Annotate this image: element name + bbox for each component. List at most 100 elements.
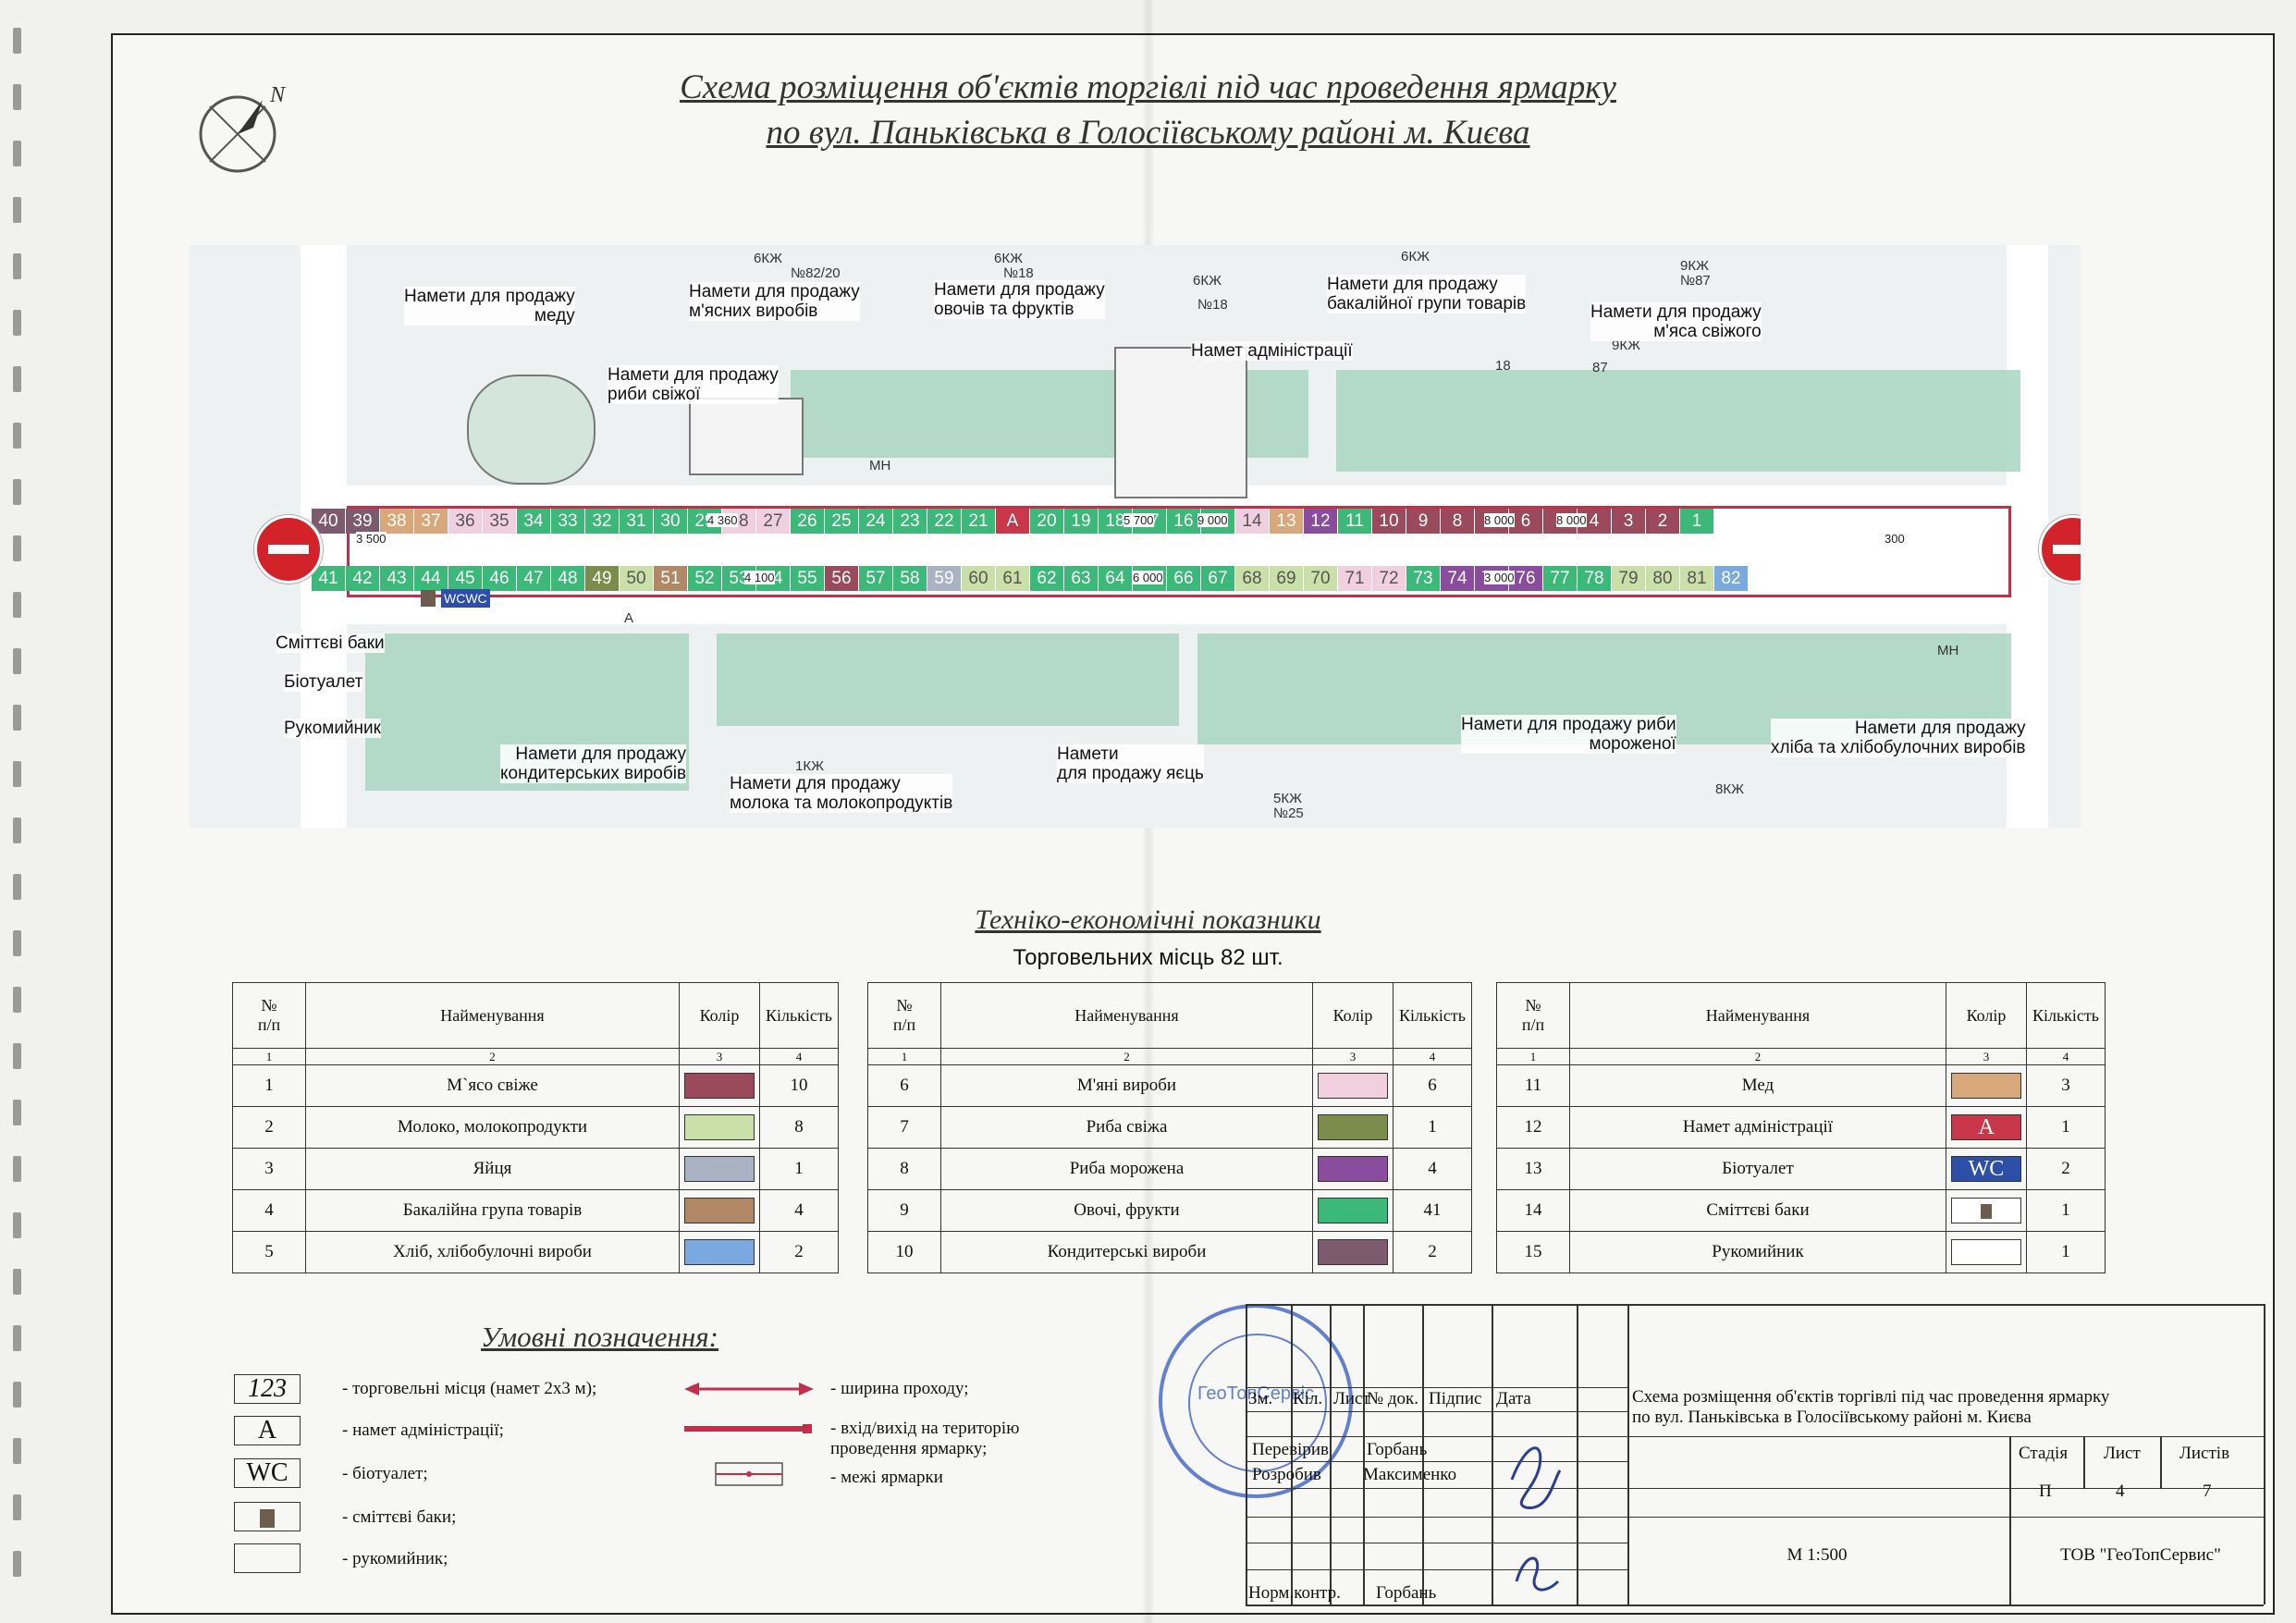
title-block-line bbox=[1291, 1304, 1293, 1605]
stage-label: Стадія bbox=[2019, 1444, 2069, 1463]
label-bread: Намети для продажу хліба та хлібобулочни… bbox=[1771, 719, 2026, 757]
legend-right-text: - ширина проходу; bbox=[830, 1379, 969, 1398]
tep-qty: 4 bbox=[759, 1189, 839, 1232]
label-meat-products: Намети для продажу м'ясних виробів bbox=[689, 282, 860, 321]
building-code: 6КЖ bbox=[1401, 249, 1430, 264]
building-number: №18 bbox=[1197, 297, 1228, 313]
building-code: 6КЖ bbox=[1193, 273, 1222, 289]
stall-21: 21 bbox=[962, 509, 996, 534]
stall-36: 36 bbox=[448, 509, 483, 534]
tep-color bbox=[1946, 1189, 2027, 1232]
legend-heading: Умовні позначення: bbox=[481, 1321, 718, 1353]
stall-78: 78 bbox=[1578, 566, 1612, 591]
stall-24: 24 bbox=[859, 509, 893, 534]
dim-label: 4 100 bbox=[744, 571, 775, 584]
tep-qty: 10 bbox=[759, 1064, 839, 1107]
tep-header: Найменування bbox=[305, 982, 680, 1049]
binder-ring bbox=[13, 253, 21, 279]
tep-index-cell: 2 bbox=[1569, 1048, 1946, 1065]
title-block-line bbox=[1246, 1605, 2264, 1606]
building-code: 6КЖ bbox=[994, 251, 1023, 266]
title-block-line bbox=[1627, 1517, 2264, 1518]
stall-70: 70 bbox=[1304, 566, 1338, 591]
binder-ring bbox=[13, 141, 21, 166]
tep-name: Овочі, фрукти bbox=[940, 1189, 1313, 1232]
binder-ring bbox=[13, 874, 21, 900]
dim-label: 8 000 bbox=[1484, 513, 1515, 527]
stall-72: 72 bbox=[1372, 566, 1406, 591]
checked-name: Горбань bbox=[1367, 1440, 1428, 1459]
tep-color bbox=[1312, 1148, 1394, 1190]
label-toilet: Біотуалет bbox=[284, 672, 363, 692]
label-frozen-fish: Намети для продажу риби мороженої bbox=[1461, 715, 1676, 754]
drawing-description: Схема розміщення об'єктів торгівлі під ч… bbox=[1632, 1387, 2110, 1427]
tep-header: Колір bbox=[1946, 982, 2027, 1049]
title-block-line bbox=[1246, 1304, 2264, 1306]
label-honey: Намети для продажу меду bbox=[404, 287, 575, 326]
stall-11: 11 bbox=[1338, 509, 1372, 534]
north-arrow-icon: N bbox=[199, 83, 287, 173]
tep-color bbox=[679, 1189, 760, 1232]
stall-38: 38 bbox=[380, 509, 414, 534]
tep-qty: 2 bbox=[759, 1231, 839, 1273]
tep-qty: 41 bbox=[1393, 1189, 1472, 1232]
label-fresh-fish: Намети для продажу риби свіжої bbox=[608, 365, 779, 404]
tep-qty: 2 bbox=[1393, 1231, 1472, 1273]
title-block-col: Зм. bbox=[1248, 1389, 1273, 1408]
stall-74: 74 bbox=[1441, 566, 1475, 591]
building-code: 6КЖ bbox=[754, 251, 782, 266]
stall-71: 71 bbox=[1338, 566, 1372, 591]
legend-admin-symbol: A bbox=[234, 1416, 301, 1445]
binder-ring bbox=[13, 366, 21, 392]
tep-index-cell: 1 bbox=[1496, 1048, 1570, 1065]
tep-qty: 3 bbox=[2026, 1064, 2106, 1107]
binder-ring bbox=[13, 310, 21, 336]
no-entry-sign-icon bbox=[254, 515, 323, 584]
binder-ring bbox=[13, 84, 21, 110]
stall-56: 56 bbox=[825, 566, 859, 591]
building-number: №82/20 bbox=[791, 265, 841, 281]
stall-35: 35 bbox=[483, 509, 517, 534]
fair-boundary-right bbox=[2008, 506, 2011, 595]
stall-6: 6 bbox=[1509, 509, 1543, 534]
label-admin: Намет адміністрації bbox=[1191, 341, 1353, 361]
title-block-line bbox=[2160, 1436, 2162, 1488]
stall-40: 40 bbox=[312, 509, 346, 534]
stall-60: 60 bbox=[962, 566, 996, 591]
stall-32: 32 bbox=[585, 509, 620, 534]
binder-ring bbox=[13, 592, 21, 618]
stall-10: 10 bbox=[1372, 509, 1406, 534]
title-block-line bbox=[1627, 1488, 2264, 1489]
checked-label: Перевірив bbox=[1252, 1440, 1329, 1459]
admin-tent-stall: A bbox=[996, 509, 1030, 534]
tep-color: A bbox=[1946, 1106, 2027, 1149]
tep-qty: 1 bbox=[2026, 1189, 2106, 1232]
binder-ring bbox=[13, 648, 21, 674]
dim-label: 3 000 bbox=[1484, 571, 1515, 584]
stall-79: 79 bbox=[1612, 566, 1646, 591]
fair-boundary-left bbox=[347, 506, 350, 595]
stall-33: 33 bbox=[551, 509, 585, 534]
tep-number: 4 bbox=[232, 1189, 306, 1232]
stall-52: 52 bbox=[688, 566, 722, 591]
tep-name: М`ясо свіже bbox=[305, 1064, 680, 1107]
tep-number: 12 bbox=[1496, 1106, 1570, 1149]
title-block-line bbox=[1577, 1304, 1578, 1605]
tep-header: Найменування bbox=[1569, 982, 1946, 1049]
binder-ring bbox=[13, 1551, 21, 1577]
stall-34: 34 bbox=[517, 509, 551, 534]
mn-mark: МН bbox=[1937, 643, 1959, 658]
stall-81: 81 bbox=[1680, 566, 1714, 591]
legend-washstand-symbol bbox=[234, 1543, 301, 1573]
dim-label: 4 360 bbox=[707, 513, 738, 527]
tep-color: WC bbox=[1946, 1148, 2027, 1190]
building-number: №25 bbox=[1273, 805, 1304, 821]
stall-9: 9 bbox=[1406, 509, 1441, 534]
binder-ring bbox=[13, 535, 21, 561]
